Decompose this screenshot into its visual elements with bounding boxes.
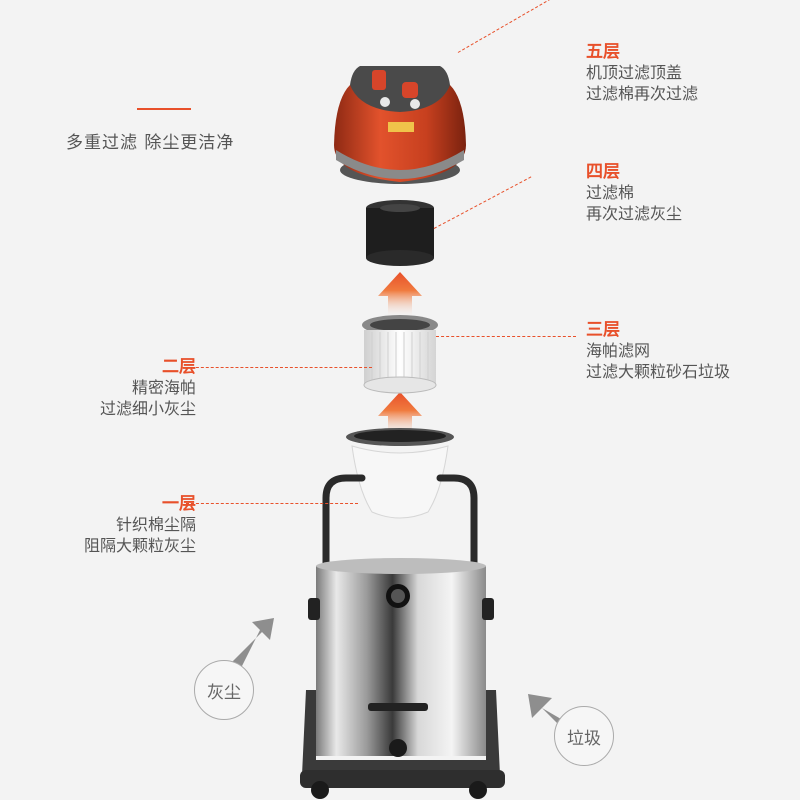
layer3-label: 三层 海帕滤网 过滤大颗粒砂石垃圾 bbox=[586, 320, 730, 382]
leader-line-3 bbox=[436, 336, 576, 337]
arrow-up-icon bbox=[378, 392, 422, 438]
garbage-badge: 垃圾 bbox=[554, 706, 614, 766]
arrow-up-icon bbox=[378, 272, 422, 318]
dust-badge: 灰尘 bbox=[194, 660, 254, 720]
layer2-line1: 精密海帕 bbox=[131, 378, 196, 397]
layer1-line1: 针织棉尘隔 bbox=[115, 515, 196, 534]
layer3-line2: 过滤大颗粒砂石垃圾 bbox=[586, 362, 731, 381]
tagline-accent-bar bbox=[137, 108, 191, 110]
layer2-title: 二层 bbox=[162, 357, 196, 377]
handle bbox=[322, 474, 478, 614]
tagline: 多重过滤 除尘更洁净 bbox=[66, 133, 235, 153]
steel-tank bbox=[308, 558, 494, 756]
base bbox=[300, 690, 505, 799]
top-cap bbox=[334, 66, 466, 184]
layer1-line2: 阻隔大颗粒灰尘 bbox=[83, 536, 196, 555]
layer2-line2: 过滤细小灰尘 bbox=[99, 399, 196, 418]
leader-line-2 bbox=[186, 367, 372, 368]
layer5-line2: 过滤棉再次过滤 bbox=[586, 84, 699, 103]
layer5-line1: 机顶过滤顶盖 bbox=[586, 63, 683, 82]
foam-filter bbox=[366, 200, 434, 266]
layer3-line1: 海帕滤网 bbox=[586, 341, 651, 360]
arrow-diagonal-icon bbox=[232, 618, 274, 670]
layer1-title: 一层 bbox=[162, 494, 196, 514]
layer4-line2: 再次过滤灰尘 bbox=[586, 204, 683, 223]
layer5-title: 五层 bbox=[586, 42, 620, 62]
layer4-title: 四层 bbox=[586, 162, 620, 182]
layer3-title: 三层 bbox=[586, 320, 620, 340]
layer2-label: 二层 精密海帕 过滤细小灰尘 bbox=[100, 357, 196, 419]
layer1-label: 一层 针织棉尘隔 阻隔大颗粒灰尘 bbox=[84, 494, 196, 556]
layer4-line1: 过滤棉 bbox=[586, 183, 635, 202]
layer5-label: 五层 机顶过滤顶盖 过滤棉再次过滤 bbox=[586, 42, 698, 104]
leader-line-1 bbox=[186, 503, 358, 504]
layer4-label: 四层 过滤棉 再次过滤灰尘 bbox=[586, 162, 682, 224]
hepa-filter bbox=[362, 315, 438, 394]
cloth-bag bbox=[346, 428, 454, 519]
